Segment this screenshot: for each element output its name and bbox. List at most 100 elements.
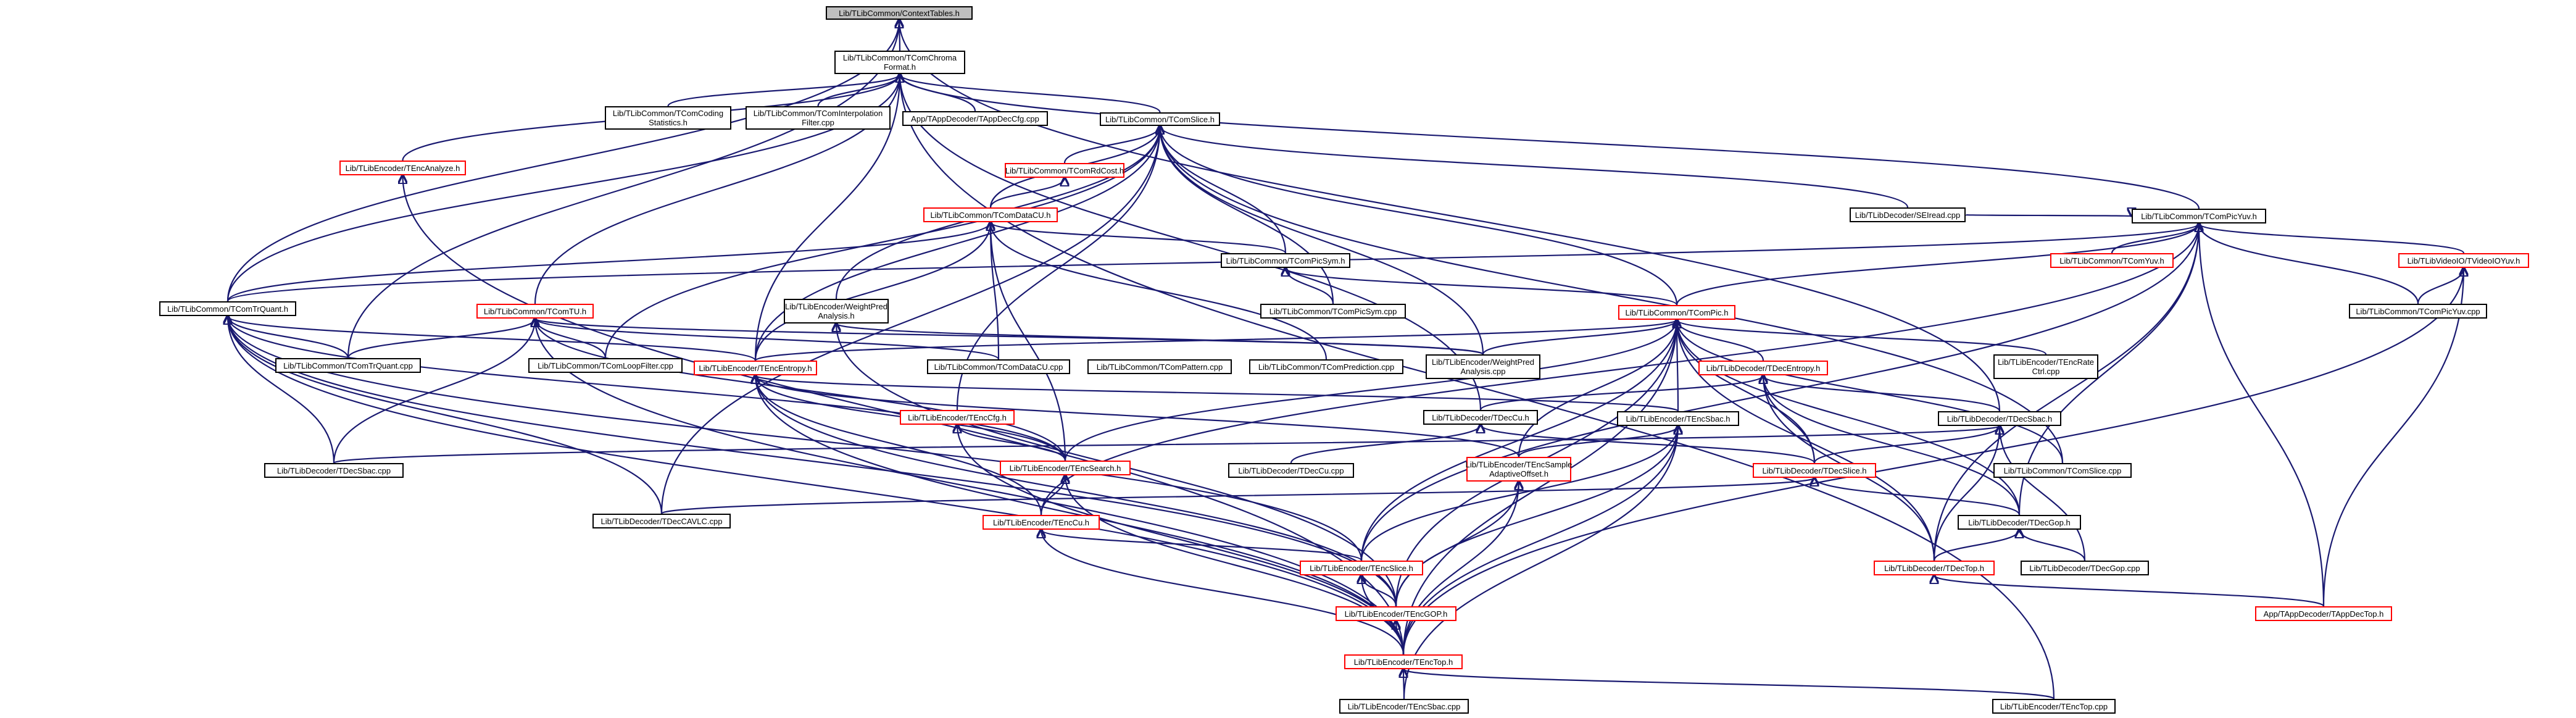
node-dec-entropy-h[interactable]: Lib/TLibDecoder/TDecEntropy.h bbox=[1698, 361, 1828, 375]
edge-tcomslice-h-to-chroma-format-h bbox=[900, 74, 1161, 113]
node-dec-sbac-h[interactable]: Lib/TLibDecoder/TDecSbac.h bbox=[1938, 411, 2061, 426]
node-chroma-format-h[interactable]: Lib/TLibCommon/TComChroma Format.h bbox=[834, 51, 965, 74]
node-pic-sym-cpp[interactable]: Lib/TLibCommon/TComPicSym.cpp bbox=[1260, 304, 1406, 319]
edge-enc-entropy-h-to-chroma-format-h bbox=[754, 74, 900, 361]
node-enc-sbac-cpp[interactable]: Lib/TLibEncoder/TEncSbac.cpp bbox=[1339, 699, 1469, 714]
edge-dec-top-h-to-pic-yuv-h bbox=[1933, 223, 2199, 561]
edge-dec-cu-cpp-to-dec-cu-h bbox=[1290, 425, 1481, 464]
node-tcomslice-h[interactable]: Lib/TLibCommon/TComSlice.h bbox=[1100, 112, 1220, 126]
edge-enc-top-cpp-to-enc-top-h bbox=[1403, 669, 2055, 700]
node-dec-gop-h[interactable]: Lib/TLibDecoder/TDecGop.h bbox=[1958, 515, 2081, 530]
node-pattern-cpp[interactable]: Lib/TLibCommon/TComPattern.cpp bbox=[1087, 359, 1232, 374]
node-enc-gop-h[interactable]: Lib/TLibEncoder/TEncGOP.h bbox=[1336, 606, 1456, 621]
node-loop-filter-cpp[interactable]: Lib/TLibCommon/TComLoopFilter.cpp bbox=[528, 358, 683, 373]
node-tr-quant-cpp[interactable]: Lib/TLibCommon/TComTrQuant.cpp bbox=[275, 358, 421, 373]
edge-tr-quant-h-to-context-tables-h bbox=[226, 20, 899, 302]
edge-enc-sbac-cpp-to-enc-top-h bbox=[1403, 669, 1404, 699]
edge-enc-sao-h-to-tcompic-h bbox=[1518, 320, 1677, 457]
edge-enc-entropy-h-to-tcomslice-h bbox=[754, 126, 1160, 361]
node-coding-statistics-h[interactable]: Lib/TLibCommon/TComCoding Statistics.h bbox=[605, 106, 731, 130]
node-enc-analyze-h[interactable]: Lib/TLibEncoder/TEncAnalyze.h bbox=[339, 161, 466, 175]
edge-dec-gop-cpp-to-dec-gop-h bbox=[2019, 530, 2086, 561]
edge-tr-quant-cpp-to-tcom-tu-h bbox=[347, 319, 535, 359]
node-sei-read-cpp[interactable]: Lib/TLibDecoder/SEIread.cpp bbox=[1850, 207, 1966, 222]
edge-dec-top-h-to-tcompic-h bbox=[1677, 320, 1935, 561]
edge-dec-slice-h-to-dec-cu-h bbox=[1481, 425, 1816, 464]
node-rd-cost-h[interactable]: Lib/TLibCommon/TComRdCost.h bbox=[1005, 163, 1124, 178]
node-data-cu-cpp[interactable]: Lib/TLibCommon/TComDataCU.cpp bbox=[927, 359, 1070, 374]
edge-enc-top-h-to-enc-cu-h bbox=[1041, 530, 1405, 655]
edge-enc-sbac-cpp-to-enc-sbac-h bbox=[1403, 426, 1678, 699]
node-enc-top-cpp[interactable]: Lib/TLibEncoder/TEncTop.cpp bbox=[1992, 699, 2116, 714]
edge-coding-statistics-h-to-chroma-format-h bbox=[667, 74, 900, 107]
node-app-dec-top-h[interactable]: App/TAppDecoder/TAppDecTop.h bbox=[2255, 606, 2392, 621]
edge-enc-entropy-h-to-tr-quant-h bbox=[228, 316, 757, 361]
edge-enc-top-h-to-tcom-tu-h bbox=[535, 319, 1405, 655]
edge-dec-sbac-h-to-context-tables-h bbox=[899, 20, 2001, 412]
node-enc-top-h[interactable]: Lib/TLibEncoder/TEncTop.h bbox=[1344, 654, 1463, 669]
edge-weight-pred-cpp-to-weight-pred-h bbox=[836, 324, 1484, 356]
node-context-tables-h[interactable]: Lib/TLibCommon/ContextTables.h bbox=[826, 6, 973, 20]
node-pic-yuv-cpp[interactable]: Lib/TLibCommon/TComPicYuv.cpp bbox=[2349, 304, 2487, 319]
node-dec-cu-h[interactable]: Lib/TLibDecoder/TDecCu.h bbox=[1423, 410, 1538, 425]
node-enc-cu-h[interactable]: Lib/TLibEncoder/TEncCu.h bbox=[983, 515, 1100, 530]
edge-sei-read-cpp-to-tcomslice-h bbox=[1160, 126, 1909, 208]
node-tcom-yuv-h[interactable]: Lib/TLibCommon/TComYuv.h bbox=[2050, 253, 2174, 268]
edge-enc-search-h-to-data-cu-h bbox=[991, 222, 1066, 461]
edge-tcompic-h-to-pic-yuv-h bbox=[1676, 223, 2199, 306]
node-tcom-tu-h[interactable]: Lib/TLibCommon/TComTU.h bbox=[476, 304, 594, 319]
edge-pic-sym-h-to-data-cu-h bbox=[991, 222, 1287, 254]
node-enc-slice-h[interactable]: Lib/TLibEncoder/TEncSlice.h bbox=[1300, 561, 1423, 575]
node-dec-cu-cpp[interactable]: Lib/TLibDecoder/TDecCu.cpp bbox=[1228, 463, 1354, 478]
node-enc-cfg-h[interactable]: Lib/TLibEncoder/TEncCfg.h bbox=[900, 410, 1015, 425]
node-interpolation-filter-cpp[interactable]: Lib/TLibCommon/TComInterpolation Filter.… bbox=[746, 106, 891, 130]
edge-dec-gop-h-to-pic-yuv-h bbox=[2018, 223, 2199, 516]
edge-enc-sbac-h-to-enc-entropy-h bbox=[755, 375, 1679, 412]
edge-dec-gop-h-to-tcompic-h bbox=[1677, 320, 2021, 516]
edge-enc-cu-h-to-enc-entropy-h bbox=[755, 375, 1042, 516]
edge-pic-sym-h-to-tcomslice-h bbox=[1160, 126, 1287, 254]
edge-dec-sbac-cpp-to-tr-quant-h bbox=[228, 316, 335, 464]
node-dec-slice-h[interactable]: Lib/TLibDecoder/TDecSlice.h bbox=[1753, 463, 1876, 478]
edge-tr-quant-h-to-pic-yuv-h bbox=[226, 223, 2199, 302]
node-dec-cavlc-cpp[interactable]: Lib/TLibDecoder/TDecCAVLC.cpp bbox=[592, 514, 731, 528]
edge-enc-gop-h-to-tr-quant-h bbox=[228, 316, 1397, 607]
node-weight-pred-h[interactable]: Lib/TLibEncoder/WeightPred Analysis.h bbox=[784, 299, 889, 324]
edge-enc-slice-h-to-tr-quant-h bbox=[228, 316, 1363, 561]
edge-video-io-yuv-h-to-pic-yuv-h bbox=[2199, 223, 2465, 254]
node-enc-sao-h[interactable]: Lib/TLibEncoder/TEncSample AdaptiveOffse… bbox=[1466, 457, 1572, 482]
edge-dec-cu-h-to-chroma-format-h bbox=[900, 74, 1482, 411]
node-enc-search-h[interactable]: Lib/TLibEncoder/TEncSearch.h bbox=[1000, 461, 1131, 475]
node-dec-gop-cpp[interactable]: Lib/TLibDecoder/TDecGop.cpp bbox=[2021, 561, 2149, 575]
node-video-io-yuv-h[interactable]: Lib/TLibVideoIO/TVideoIOYuv.h bbox=[2398, 253, 2529, 268]
node-prediction-cpp[interactable]: Lib/TLibCommon/TComPrediction.cpp bbox=[1249, 359, 1403, 374]
node-tcompic-h[interactable]: Lib/TLibCommon/TComPic.h bbox=[1618, 305, 1735, 320]
edge-tcompic-h-to-tcomslice-h bbox=[1160, 126, 1678, 306]
edge-dec-slice-h-to-dec-sbac-h bbox=[1813, 426, 2000, 464]
edge-enc-search-h-to-tcompic-h bbox=[1064, 320, 1677, 461]
node-dec-top-h[interactable]: Lib/TLibDecoder/TDecTop.h bbox=[1874, 561, 1995, 575]
node-dec-sbac-cpp[interactable]: Lib/TLibDecoder/TDecSbac.cpp bbox=[264, 463, 404, 478]
node-tr-quant-h[interactable]: Lib/TLibCommon/TComTrQuant.h bbox=[159, 301, 296, 316]
node-enc-rate-ctrl-cpp[interactable]: Lib/TLibEncoder/TEncRate Ctrl.cpp bbox=[1993, 354, 2098, 379]
edge-dec-slice-h-to-tcompic-h bbox=[1677, 320, 1816, 464]
node-enc-sbac-h[interactable]: Lib/TLibEncoder/TEncSbac.h bbox=[1617, 411, 1739, 426]
node-data-cu-h[interactable]: Lib/TLibCommon/TComDataCU.h bbox=[923, 207, 1058, 222]
edge-enc-top-h-to-video-io-yuv-h bbox=[1402, 268, 2464, 655]
edge-dec-sbac-cpp-to-dec-sbac-h bbox=[333, 426, 2000, 464]
node-tcomslice-cpp[interactable]: Lib/TLibCommon/TComSlice.cpp bbox=[1993, 463, 2132, 478]
edge-enc-search-h-to-enc-cfg-h bbox=[957, 425, 1066, 461]
edge-app-dec-top-h-to-pic-yuv-h bbox=[2199, 223, 2325, 607]
edge-enc-gop-h-to-enc-sbac-h bbox=[1395, 426, 1678, 607]
node-pic-sym-h[interactable]: Lib/TLibCommon/TComPicSym.h bbox=[1221, 253, 1350, 268]
node-app-dec-cfg-cpp[interactable]: App/TAppDecoder/TAppDecCfg.cpp bbox=[902, 111, 1048, 126]
edge-data-cu-cpp-to-tcom-tu-h bbox=[535, 319, 1000, 361]
edge-enc-top-h-to-enc-entropy-h bbox=[755, 375, 1405, 655]
edge-prediction-cpp-to-data-cu-h bbox=[991, 222, 1327, 360]
node-weight-pred-cpp[interactable]: Lib/TLibEncoder/WeightPred Analysis.cpp bbox=[1426, 354, 1540, 379]
node-enc-entropy-h[interactable]: Lib/TLibEncoder/TEncEntropy.h bbox=[694, 361, 817, 375]
edge-app-dec-top-h-to-video-io-yuv-h bbox=[2322, 268, 2464, 607]
node-pic-yuv-h[interactable]: Lib/TLibCommon/TComPicYuv.h bbox=[2132, 209, 2266, 223]
edge-interpolation-filter-cpp-to-chroma-format-h bbox=[817, 74, 900, 107]
edge-weight-pred-cpp-to-tcomslice-h bbox=[1160, 126, 1484, 355]
